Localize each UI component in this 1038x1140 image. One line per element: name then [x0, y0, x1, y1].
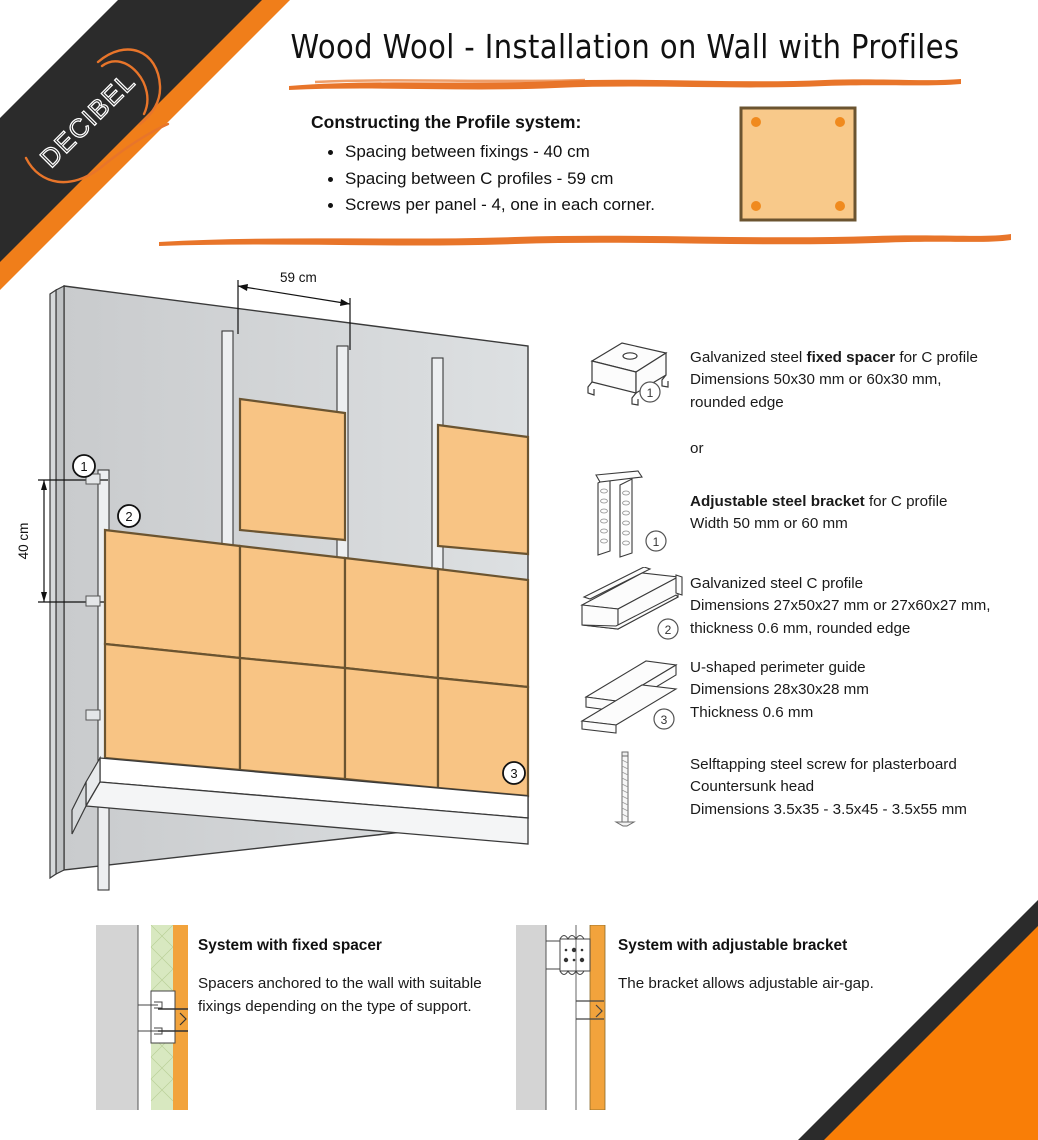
intro-heading: Constructing the Profile system:	[311, 112, 582, 132]
legend-callout: 2	[665, 623, 672, 637]
screw-icon	[610, 748, 640, 835]
legend-line-2: Dimensions 28x30x28 mm	[690, 681, 869, 699]
dimension-label-horizontal: 59 cm	[280, 270, 317, 285]
title-block: Wood Wool - Installation on Wall with Pr…	[230, 28, 1020, 66]
legend-item-u-guide: 3 U-shaped perimeter guide Dimensions 28…	[580, 653, 1035, 748]
legend-line-3: Dimensions 3.5x35 - 3.5x45 - 3.5x55 mm	[690, 800, 967, 818]
brush-stroke-title	[289, 78, 961, 90]
detail-body: The bracket allows adjustable air-gap.	[618, 975, 874, 992]
list-item: Screws per panel - 4, one in each corner…	[311, 192, 731, 218]
logo-swoosh	[24, 48, 170, 184]
detail-body: Spacers anchored to the wall with suitab…	[198, 975, 482, 1015]
isometric-wall-diagram: 59 cm 40 cm	[0, 258, 575, 898]
list-item: Spacing between fixings - 40 cm	[311, 139, 731, 165]
list-item: Spacing between C profiles - 59 cm	[311, 166, 731, 192]
legend-line-1: Galvanized steel fixed spacer for C prof…	[690, 349, 978, 366]
svg-text:3: 3	[510, 766, 517, 781]
callout-2: 2	[117, 504, 141, 528]
legend-line-2: Countersunk head	[690, 778, 815, 796]
legend-item-fixed-spacer: 1 Galvanized steel fixed spacer for C pr…	[580, 335, 1035, 440]
intro-bullet-list: Spacing between fixings - 40 cm Spacing …	[311, 139, 731, 218]
svg-text:2: 2	[125, 509, 132, 524]
callout-3: 3	[502, 761, 526, 785]
legend-line-3: Thickness 0.6 mm	[690, 703, 814, 721]
intro-block: Constructing the Profile system: Spacing…	[311, 110, 731, 218]
legend-callout: 3	[661, 713, 668, 727]
u-guide-icon: 3	[580, 655, 690, 745]
component-legend: 1 Galvanized steel fixed spacer for C pr…	[580, 335, 1035, 838]
page-title: Wood Wool - Installation on Wall with Pr…	[290, 28, 960, 67]
legend-item-adjustable-bracket: 1 Adjustable steel bracket for C profile…	[580, 470, 1035, 561]
legend-line-1: Galvanized steel C profile	[690, 575, 864, 592]
legend-line-2: Dimensions 27x50x27 mm or 27x60x27 mm,	[690, 597, 991, 615]
c-profile-icon: 2	[580, 566, 690, 652]
legend-line-1: Selftapping steel screw for plasterboard	[690, 756, 957, 773]
panel-swatch-icon	[739, 106, 857, 222]
brush-stroke-separator	[159, 234, 1011, 246]
legend-line-2: Dimensions 50x30 mm or 60x30 mm,	[690, 371, 942, 389]
legend-line-1: Adjustable steel bracket for C profile	[690, 493, 948, 510]
legend-line-3: thickness 0.6 mm, rounded edge	[690, 619, 911, 637]
detail-title: System with adjustable bracket	[618, 937, 848, 954]
corner-banner-topleft: DECIBEL	[0, 0, 300, 300]
detail-title: System with fixed spacer	[198, 937, 382, 954]
legend-callout: 1	[653, 535, 660, 549]
detail-text-fixed: System with fixed spacer Spacers anchore…	[198, 937, 498, 1019]
dimension-label-vertical: 40 cm	[16, 523, 31, 560]
detail-text-adjustable: System with adjustable bracket The brack…	[618, 937, 918, 996]
legend-line-2: Width 50 mm or 60 mm	[690, 515, 848, 533]
adjustable-bracket-icon: 1	[580, 467, 680, 564]
legend-item-screw: Selftapping steel screw for plasterboard…	[580, 748, 1035, 838]
cross-section-fixed-spacer	[96, 924, 188, 1115]
legend-line-3: rounded edge	[690, 393, 784, 411]
legend-item-c-profile: 2 Galvanized steel C profile Dimensions …	[580, 561, 1035, 653]
cross-section-adjustable-bracket	[516, 924, 608, 1115]
legend-line-1: U-shaped perimeter guide	[690, 659, 866, 676]
dimension-59cm	[237, 280, 351, 350]
fixed-spacer-icon: 1	[580, 335, 680, 415]
svg-text:1: 1	[80, 459, 87, 474]
callout-1: 1	[72, 454, 96, 478]
legend-callout: 1	[647, 386, 654, 400]
legend-separator-or: or	[690, 440, 704, 457]
corner-banner-bottomright	[788, 890, 1038, 1140]
